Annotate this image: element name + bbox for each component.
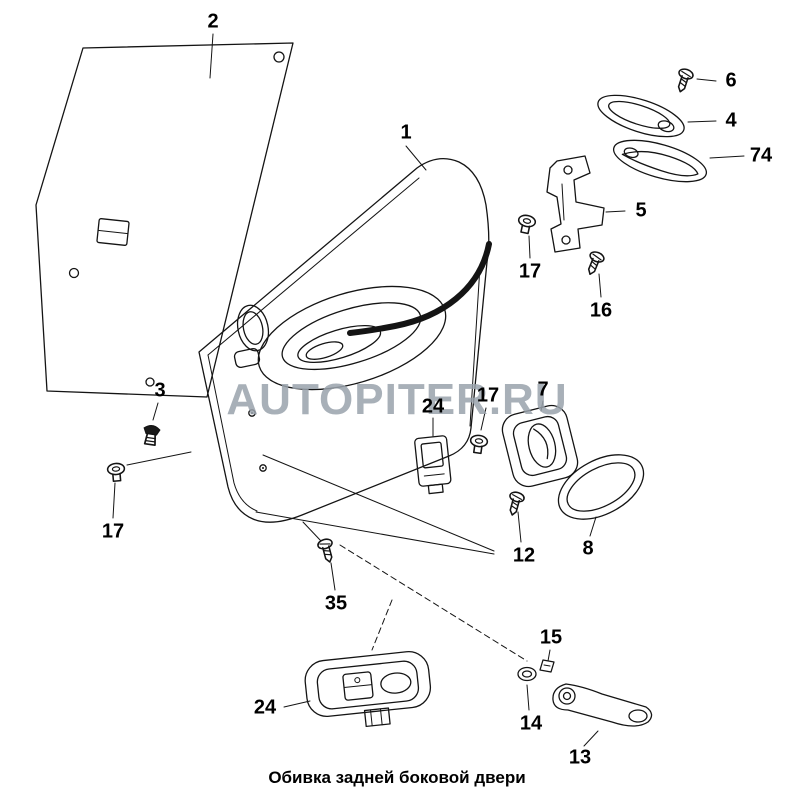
part-24-switch-block: [414, 435, 452, 495]
diagram-caption: Обивка задней боковой двери: [268, 768, 526, 787]
part-4-handle-bezel: [597, 94, 685, 138]
part-label-74: 74: [749, 144, 773, 167]
watermark-text: AUTOPITER.RU: [226, 375, 568, 424]
part-8-bezel-ring: [557, 454, 645, 520]
part-label-13: 13: [568, 746, 592, 769]
part-6-screw: [672, 66, 696, 95]
construction-lines: [126, 451, 528, 662]
part-label-7: 7: [537, 378, 549, 401]
door-pull-cable: [347, 241, 492, 336]
part-74-handle-lever: [612, 139, 708, 183]
part-35-screw: [316, 536, 338, 565]
part-15-clip: [539, 659, 555, 673]
reflector-recess: [233, 347, 261, 369]
part-16-screw: [582, 249, 607, 278]
part-3-clip: [141, 423, 162, 447]
part-label-17-upper: 17: [518, 260, 542, 283]
part-17-fastener-middle: [468, 433, 489, 455]
part-label-1: 1: [400, 121, 412, 144]
speaker-recess: [236, 304, 270, 352]
part-label-16: 16: [589, 299, 613, 322]
part-label-12: 12: [512, 544, 536, 567]
part-label-6: 6: [725, 69, 737, 92]
part-label-4: 4: [725, 109, 737, 132]
part-label-3: 3: [154, 379, 166, 402]
part-17-fastener-upper: [515, 213, 538, 236]
part-13-window-crank: [552, 683, 653, 727]
part-14-washer: [517, 666, 537, 682]
part-label-14: 14: [519, 712, 543, 735]
part-label-17-middle: 17: [476, 384, 500, 407]
part-label-2: 2: [207, 10, 219, 33]
part-label-24-bottom: 24: [253, 696, 277, 719]
part-12-screw: [504, 489, 526, 518]
leader-lines: [112, 33, 745, 747]
part-label-5: 5: [635, 199, 647, 222]
part-7-inner-handle: [501, 404, 579, 488]
part-label-24-middle: 24: [421, 395, 445, 418]
part-5-bracket: [546, 155, 605, 253]
part-17-fastener-left: [106, 461, 127, 483]
part-1-door-trim-panel: [198, 157, 492, 523]
part-label-15: 15: [539, 626, 563, 649]
part-label-35: 35: [324, 592, 348, 615]
part-label-8: 8: [582, 537, 594, 560]
part-label-17-left: 17: [101, 520, 125, 543]
part-24-window-switch: [304, 651, 432, 728]
part-2-vapor-barrier: [35, 42, 294, 398]
